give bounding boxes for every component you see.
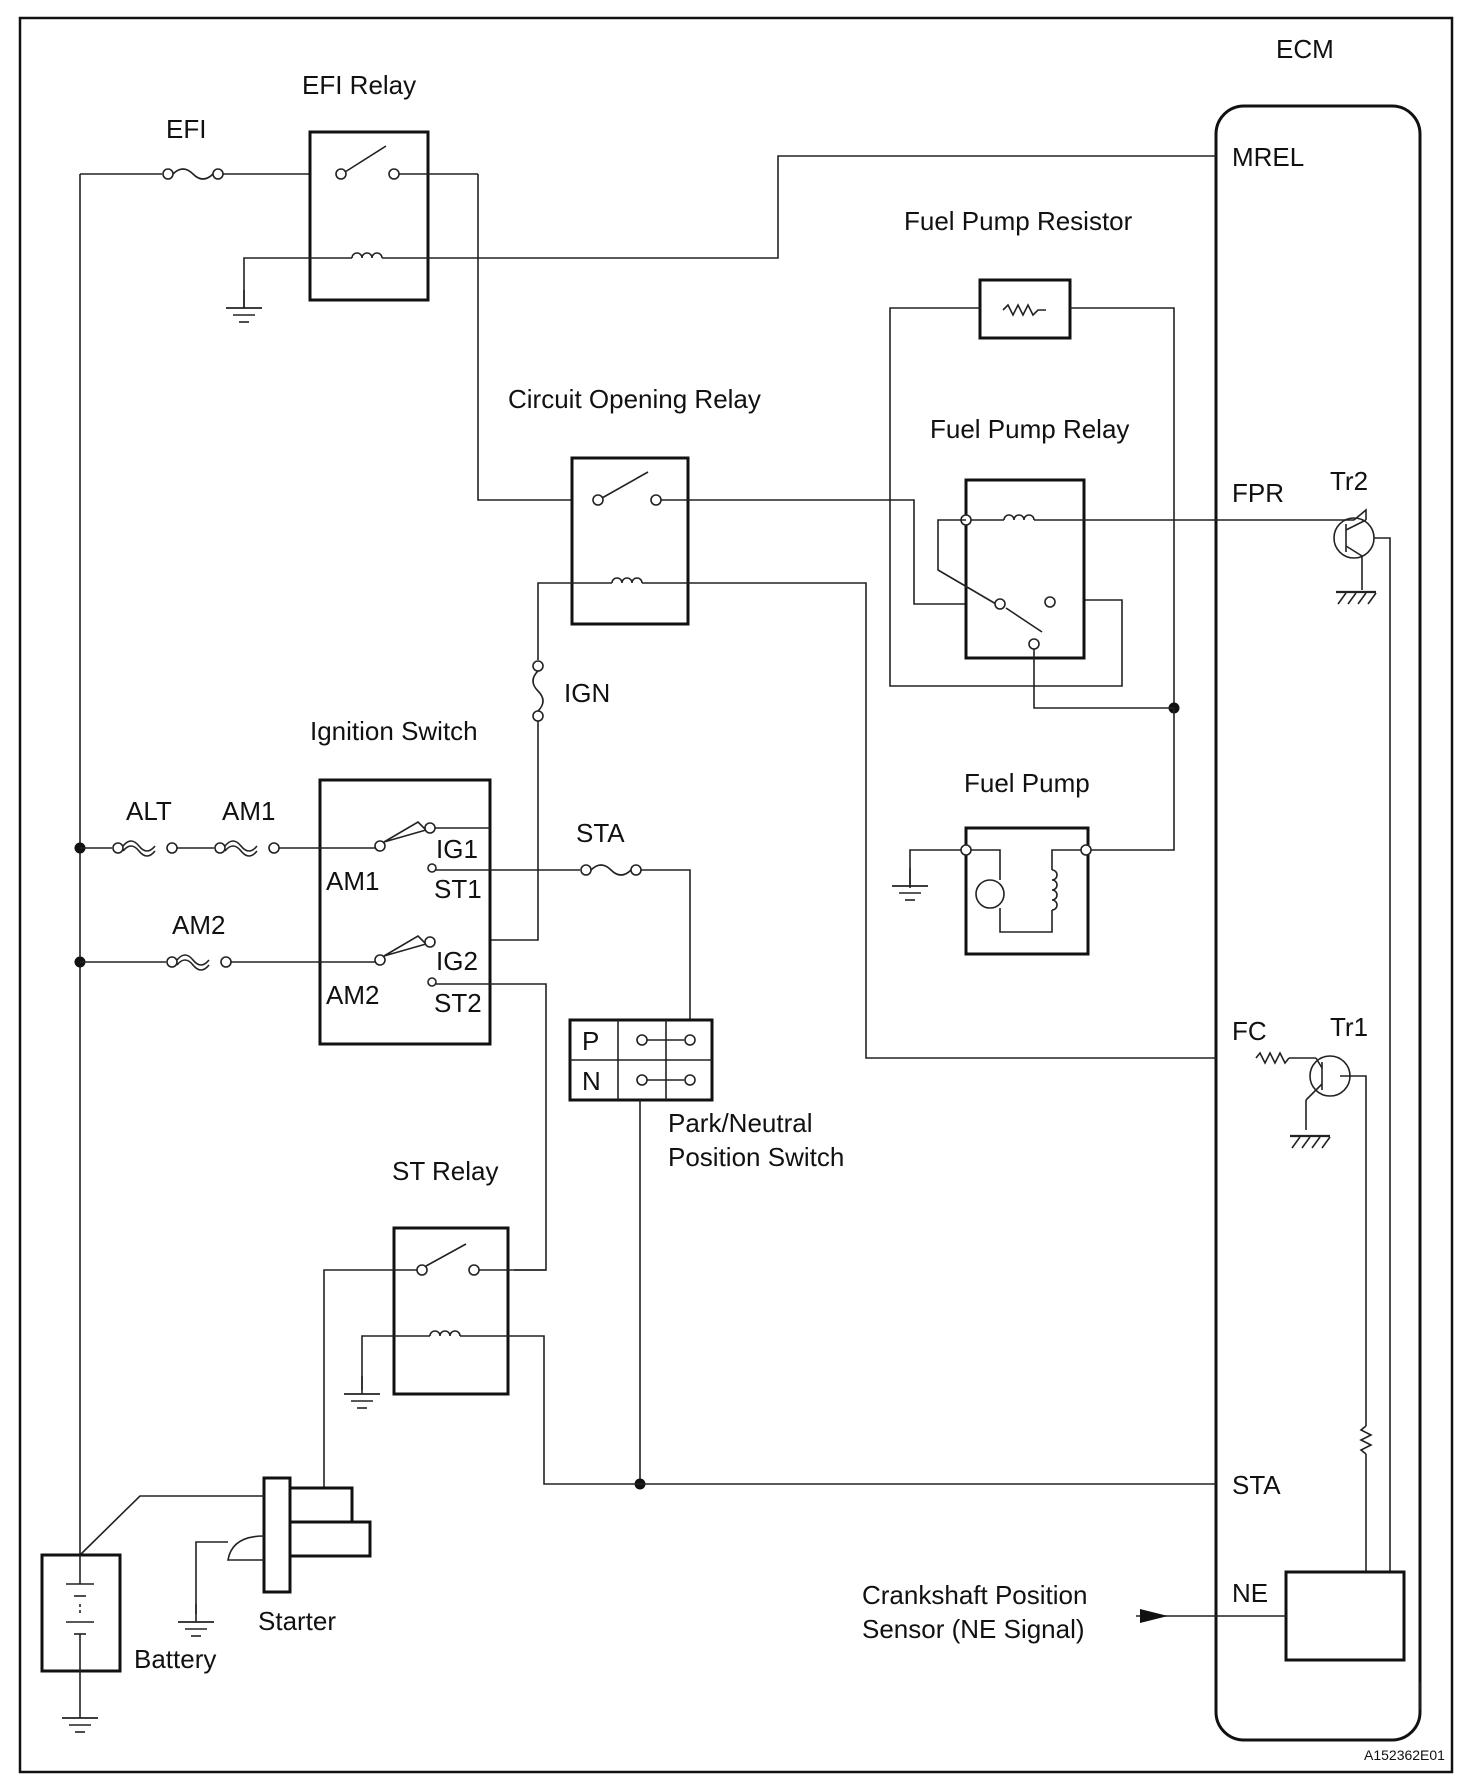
efi-fuse (162, 168, 224, 180)
ne-pullup-resistor (1359, 1425, 1373, 1455)
st-relay-label: ST Relay (392, 1156, 498, 1186)
am2-fuse-label: AM2 (172, 910, 225, 940)
tr1-label: Tr1 (1330, 1012, 1368, 1042)
st-relay (392, 1226, 510, 1396)
am1-fuse (214, 840, 280, 857)
fuel-pump-motor (971, 849, 1053, 933)
st2-label: ST2 (434, 988, 482, 1018)
ig2-label: IG2 (436, 946, 478, 976)
starter-label: Starter (258, 1606, 336, 1636)
alt-fuse-label: ALT (126, 796, 172, 826)
ignition-switch (318, 778, 492, 1046)
fuel-pump-resistor-label: Fuel Pump Resistor (904, 206, 1133, 236)
st-relay-coil (429, 1330, 461, 1337)
efi-relay-label: EFI Relay (302, 70, 416, 100)
am2-fuse (166, 954, 232, 971)
crankshaft-label-line2: Sensor (NE Signal) (862, 1614, 1085, 1644)
ne-label: NE (1232, 1578, 1268, 1608)
efi-relay-coil (351, 252, 383, 259)
fuel-pump-coil (1051, 849, 1081, 911)
fuel-pump (964, 826, 1090, 956)
fuel-pump-label: Fuel Pump (964, 768, 1090, 798)
ign-fuse (532, 660, 544, 722)
sta-ecm-label: STA (1232, 1470, 1281, 1500)
ecm-label: ECM (1276, 34, 1334, 64)
p-label: P (582, 1026, 599, 1056)
circuit-opening-relay (570, 456, 690, 626)
diagram-frame (18, 16, 1454, 1774)
am2-label: AM2 (326, 980, 379, 1010)
am1-label: AM1 (326, 866, 379, 896)
fc-resistor (1255, 1051, 1290, 1065)
fc-label: FC (1232, 1016, 1267, 1046)
tr2-label: Tr2 (1330, 466, 1368, 496)
efi-fuse-label: EFI (166, 114, 206, 144)
ign-fuse-label: IGN (564, 678, 610, 708)
sta-fuse (580, 864, 642, 876)
battery (40, 1553, 122, 1673)
crankshaft-label-line1: Crankshaft Position (862, 1580, 1087, 1610)
fuel-pump-resistor (978, 278, 1072, 340)
fuel-pump-relay-coil (1003, 514, 1035, 521)
alt-fuse (112, 840, 178, 857)
park-neutral-label-line1: Park/Neutral (668, 1108, 813, 1138)
park-neutral-label-line2: Position Switch (668, 1142, 844, 1172)
battery-cell-symbol (66, 1555, 94, 1671)
figure-code: A152362E01 (1364, 1747, 1445, 1763)
starter-motor (227, 1476, 372, 1594)
efi-relay (308, 130, 430, 302)
n-label: N (582, 1066, 601, 1096)
fuel-pump-relay-label: Fuel Pump Relay (930, 414, 1129, 444)
ecm-block (1214, 104, 1422, 1742)
fuel-pump-relay (964, 478, 1086, 660)
circuit-opening-relay-label: Circuit Opening Relay (508, 384, 761, 414)
circuit-opening-relay-coil (611, 577, 643, 584)
sta-fuse-label: STA (576, 818, 625, 848)
fpr-label: FPR (1232, 478, 1284, 508)
battery-label: Battery (134, 1644, 216, 1674)
am1-fuse-label: AM1 (222, 796, 275, 826)
ne-circuit-block (1284, 1570, 1406, 1662)
ignition-switch-label: Ignition Switch (310, 716, 478, 746)
mrel-label: MREL (1232, 142, 1304, 172)
ig1-label: IG1 (436, 834, 478, 864)
st1-label: ST1 (434, 874, 482, 904)
